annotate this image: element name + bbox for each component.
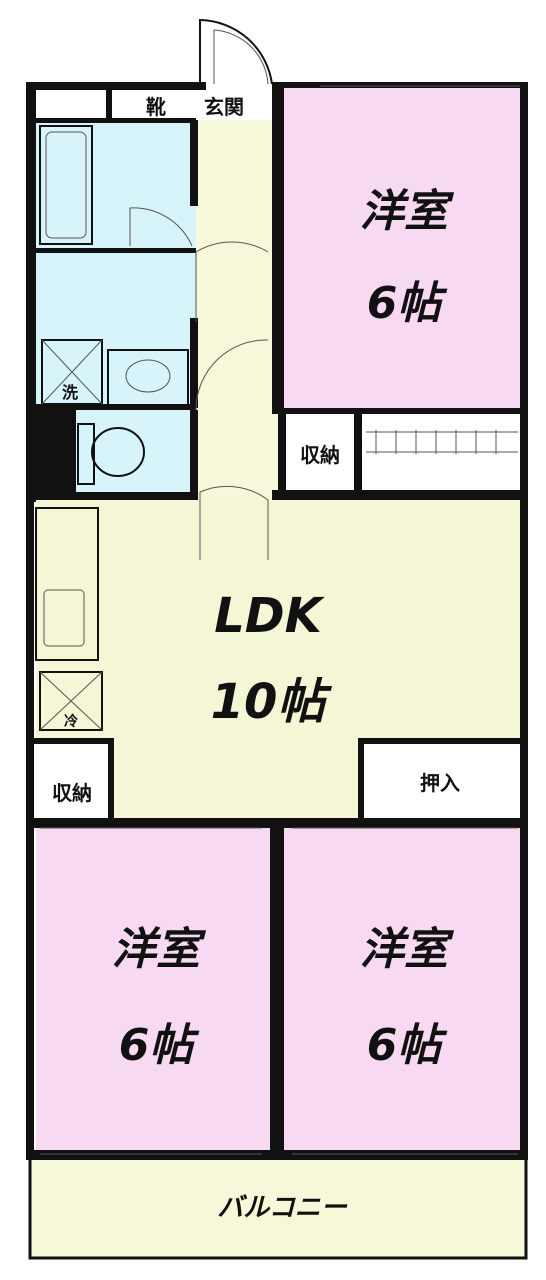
wall-genkan-right <box>272 82 284 412</box>
western-room-bottom-left-size: 6帖 <box>119 1020 201 1071</box>
wall-toilet-left <box>36 410 76 500</box>
fridge-label: 冷 <box>64 713 78 730</box>
washer-label: 洗 <box>62 383 78 402</box>
wall-storage-left <box>278 410 286 500</box>
wall-storage-right <box>354 410 362 500</box>
wall-ldk-top-right <box>272 490 526 500</box>
entrance-label: 玄関 <box>204 95 244 119</box>
wall-bath-bottom <box>36 248 196 253</box>
kitchen-counter <box>35 507 99 661</box>
wall-wash-right <box>190 318 198 408</box>
balcony-label: バルコニー <box>217 1193 347 1223</box>
bathroom-area <box>36 120 196 252</box>
wall-storage-top <box>272 408 524 414</box>
western-room-bottom-right-size: 6帖 <box>367 1020 449 1071</box>
wall-top-right <box>272 82 526 88</box>
bathtub <box>39 125 93 245</box>
wall-bedrooms-bottom <box>26 1150 528 1160</box>
toilet-tank <box>77 423 95 485</box>
wall-ldk-top-left <box>36 492 198 500</box>
wall-top-left <box>26 82 206 90</box>
closet-label: 押入 <box>420 771 460 795</box>
entrance-door-swing <box>199 18 273 85</box>
wall-shoe-left <box>106 88 112 122</box>
storage-top-area <box>283 412 355 494</box>
refrigerator <box>39 671 103 731</box>
corridor-door-swing-1 <box>195 241 269 322</box>
genkan-area <box>110 88 282 120</box>
bath-door-swing <box>129 207 193 247</box>
storage-top-label: 収納 <box>300 443 340 467</box>
wall-genkan-bottom <box>36 118 196 123</box>
balcony-area <box>30 1158 526 1258</box>
wall-closet-top <box>358 738 526 744</box>
wall-bath-right <box>190 120 198 206</box>
shoes-label: 靴 <box>146 95 166 119</box>
wall-right <box>520 82 528 1160</box>
bathtub-inner <box>45 131 87 239</box>
wall-storage-left-right <box>108 738 114 828</box>
closet-area <box>362 742 524 820</box>
wall-toilet-right <box>190 410 198 500</box>
wall-storage-left-top <box>30 738 114 744</box>
western-room-bottom-right-name: 洋室 <box>360 924 455 975</box>
entrance-door-swing-inner <box>213 29 269 85</box>
storage-left-label: 収納 <box>52 781 92 805</box>
wall-left-lower <box>26 500 34 1158</box>
windows <box>40 85 520 1155</box>
ldk-size: 10帖 <box>211 674 333 730</box>
wall-left-upper <box>26 82 36 502</box>
western-room-top-area <box>283 84 524 412</box>
western-room-bottom-left-name: 洋室 <box>112 924 207 975</box>
balcony-railing <box>28 1156 528 1260</box>
western-room-top-name: 洋室 <box>360 186 455 237</box>
kitchen-sink <box>43 589 85 647</box>
western-room-bottom-right-area <box>283 826 524 1154</box>
ldk-name: LDK <box>214 588 325 644</box>
corridor-door-swing-2 <box>195 339 269 411</box>
entrance-corridor-area <box>196 120 282 500</box>
wall-closet-left <box>358 738 364 828</box>
wash-basin-bowl <box>125 359 171 393</box>
storage-left-area <box>36 742 110 820</box>
toilet-area <box>76 410 196 496</box>
wall-bedrooms-split <box>270 818 284 1158</box>
wash-basin <box>107 349 189 407</box>
western-room-bottom-left-area <box>36 826 272 1154</box>
toilet-bowl <box>91 427 145 477</box>
storage-shelving <box>366 430 518 454</box>
corridor-door-swing-3 <box>199 485 269 560</box>
washing-machine <box>41 339 103 405</box>
western-room-top-size: 6帖 <box>367 278 449 329</box>
